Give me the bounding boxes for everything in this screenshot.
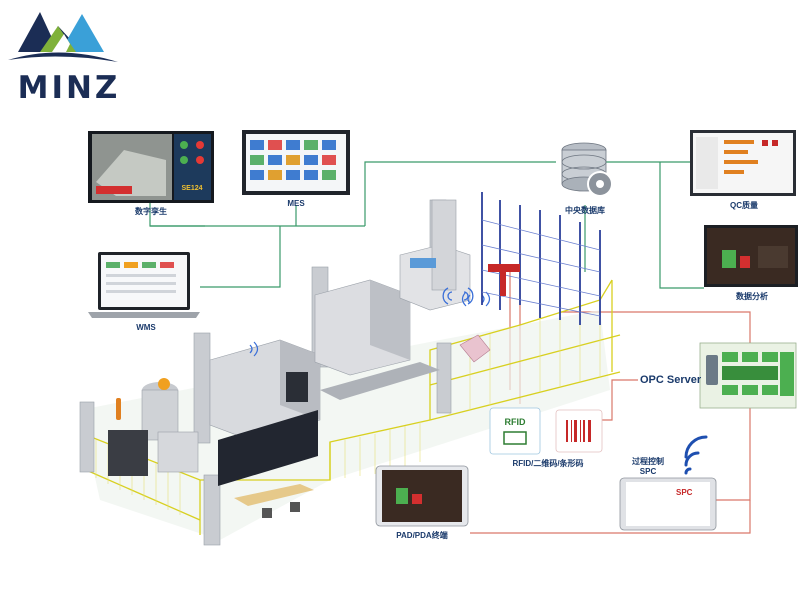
rfid-card: RFID	[489, 407, 541, 455]
database-icon	[561, 142, 613, 197]
spc-tablet: SPC	[619, 477, 717, 531]
label-digital-twin: 数字孪生	[135, 207, 167, 216]
green-connection-lines	[149, 161, 704, 289]
label-wms: WMS	[136, 323, 156, 332]
label-mes: MES	[287, 199, 305, 208]
warehouse-racks	[481, 192, 601, 325]
label-spc-line2: SPC	[639, 467, 657, 476]
label-central-db: 中央数据库	[565, 206, 605, 215]
brand-name: MINZ	[17, 70, 121, 106]
label-opc-server: OPC Server	[640, 374, 702, 386]
label-data-analysis: 数据分析	[736, 292, 768, 301]
label-pad-pda: PAD/PDA终端	[396, 531, 448, 540]
wifi-icon	[684, 435, 708, 475]
digital-twin-readout: SE124	[181, 185, 202, 192]
mes-screen	[242, 130, 350, 195]
label-spc-line1: 过程控制	[632, 457, 664, 466]
cnc-machines	[108, 199, 491, 518]
label-rfid: RFID/二维码/条形码	[512, 459, 584, 468]
wifi-icon-small	[442, 287, 474, 305]
data-analysis-screen	[704, 225, 798, 287]
pad-device	[375, 465, 469, 527]
barcode-card	[555, 409, 603, 453]
minz-logo-icon	[8, 12, 118, 62]
digital-twin-screen	[88, 131, 214, 203]
stacker-crane	[488, 264, 520, 296]
opc-server-panel	[699, 342, 797, 409]
label-qc: QC质量	[730, 201, 758, 210]
spc-badge-text: SPC	[676, 488, 693, 497]
rfid-badge-text: RFID	[505, 417, 526, 427]
qc-screen	[690, 130, 796, 196]
wms-laptop	[88, 252, 200, 318]
